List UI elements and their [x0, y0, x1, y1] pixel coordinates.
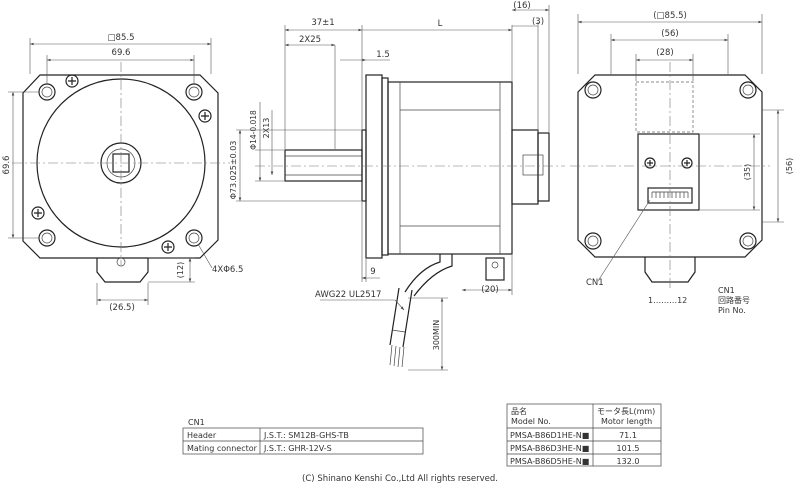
- side-flange-thickness: 1.5: [376, 50, 390, 60]
- length-cell: 101.5: [617, 444, 640, 453]
- model-cell: PMSA-B86D3HE-N■: [510, 444, 589, 453]
- side-flat-depth: 2X13: [262, 118, 271, 139]
- side-shaft-length: 37±1: [311, 18, 334, 28]
- model-cell: PMSA-B86D5HE-N■: [510, 457, 589, 466]
- front-view: □85.5 69.6 69.6 (26.5) (12) 4XΦ6.5: [2, 33, 243, 313]
- rear-width-56: (56): [661, 29, 678, 39]
- rear-height-56: (56): [785, 158, 794, 174]
- length-header-jp: モータ長L(mm): [597, 407, 655, 416]
- model-table: 品名 Model No. モータ長L(mm) Motor length PMSA…: [506, 403, 662, 467]
- side-dim-3: (3): [532, 17, 544, 27]
- rear-view: (□85.5) (56) (28) (35) (56) CN1 1………12 C…: [570, 11, 794, 315]
- rear-connector-label: CN1: [586, 278, 604, 288]
- model-header-en: Model No.: [511, 417, 551, 426]
- length-cell: 132.0: [617, 457, 640, 466]
- cn1-row-label: Mating connector: [187, 444, 258, 453]
- cn1-table: CN1 Header J.S.T.: SM12B-GHS-TB Mating c…: [182, 418, 424, 455]
- cn1-row-value: J.S.T.: GHR-12V-S: [263, 444, 332, 453]
- front-hole-pitch-width: 69.6: [112, 48, 131, 58]
- side-dim-9: 9: [370, 267, 375, 277]
- front-square-size: □85.5: [108, 33, 135, 43]
- rear-pin-caption-en: Pin No.: [718, 306, 746, 315]
- side-body-length: L: [438, 19, 443, 29]
- cn1-table-title: CN1: [188, 418, 205, 427]
- screw-icon: [31, 74, 212, 254]
- rear-square-size: (□85.5): [653, 11, 687, 21]
- side-cable-spec: AWG22 UL2517: [315, 290, 381, 300]
- rear-width-28: (28): [656, 48, 673, 58]
- side-dim-16: (16): [513, 1, 530, 11]
- front-connector-height: (12): [176, 262, 185, 278]
- front-connector-width: (26.5): [109, 303, 135, 313]
- length-cell: 71.1: [619, 431, 637, 440]
- cn1-row-label: Header: [187, 431, 217, 440]
- mounting-hole: [38, 83, 203, 247]
- rear-pin-caption-jp: 回路番号: [718, 295, 750, 305]
- rear-pin-range: 1………12: [648, 296, 687, 305]
- model-cell: PMSA-B86D1HE-N■: [510, 431, 589, 440]
- side-cable-length: 300MIN: [432, 320, 441, 351]
- model-header-jp: 品名: [511, 406, 527, 416]
- side-flat-length: 2X25: [299, 35, 321, 45]
- side-dim-20: (20): [481, 285, 498, 295]
- length-header-en: Motor length: [601, 417, 652, 426]
- rear-height-35: (35): [743, 164, 752, 180]
- copyright-notice: (C) Shinano Kenshi Co.,Ltd All rights re…: [302, 474, 498, 484]
- side-pilot-diameter: Φ73.025±0.03: [229, 141, 238, 200]
- front-holes-label: 4XΦ6.5: [212, 265, 243, 275]
- front-hole-pitch-height: 69.6: [2, 156, 12, 175]
- rear-pin-caption-cn: CN1: [718, 286, 735, 295]
- cn1-row-value: J.S.T.: SM12B-GHS-TB: [263, 431, 349, 440]
- side-view: 37±1 L (16) (3) 2X25 1.5 Φ14-0.018 2X13 …: [229, 1, 565, 371]
